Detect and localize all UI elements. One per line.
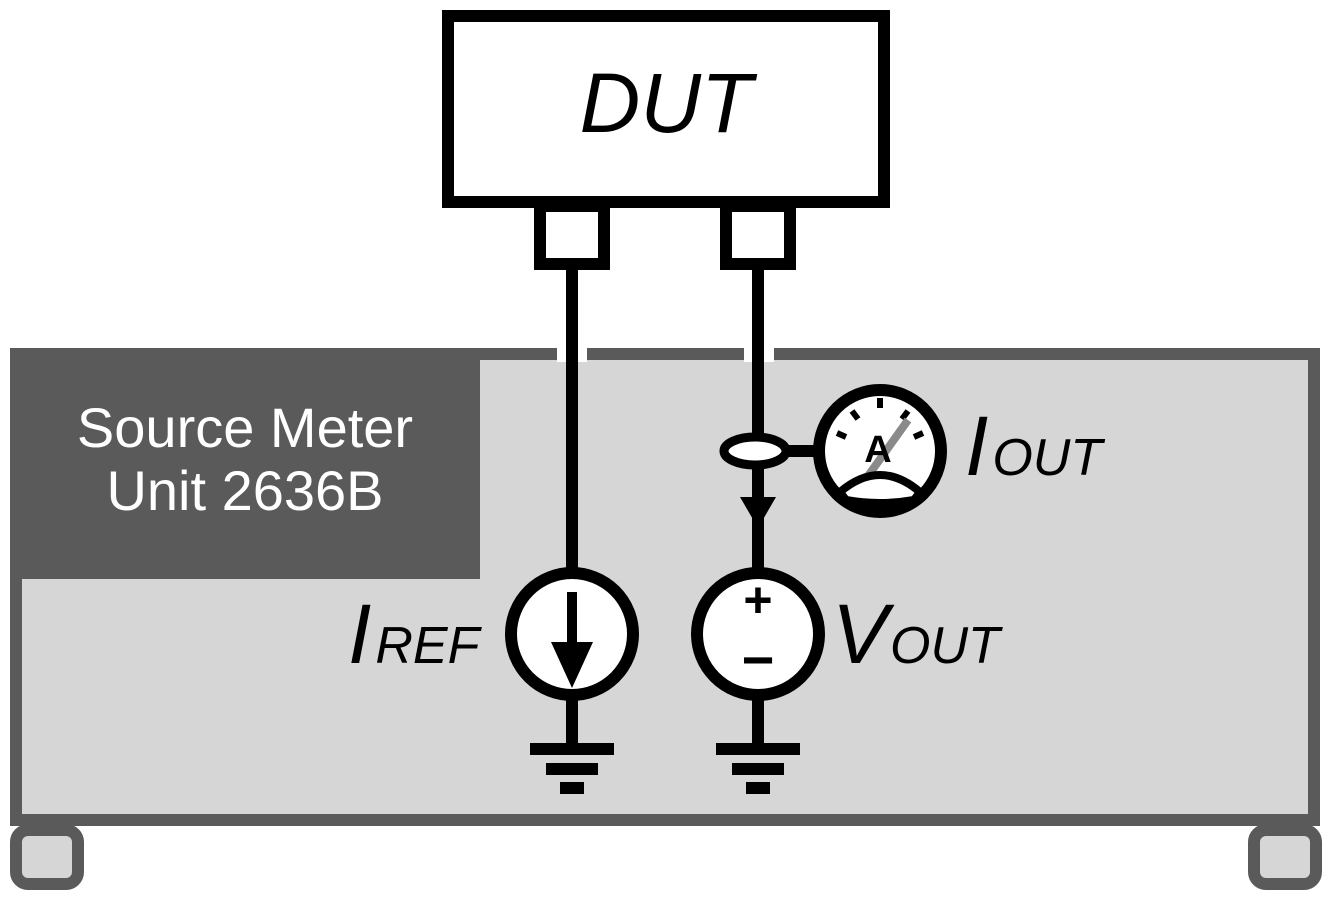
dut-label: DUT — [580, 56, 758, 150]
vout-subscript: OUT — [890, 617, 1003, 675]
iref-subscript: REF — [375, 617, 482, 675]
current-arrow-icon — [551, 642, 593, 688]
ammeter-letter: A — [864, 429, 891, 471]
current-probe-icon — [719, 432, 791, 470]
source-meter-enclosure: Source Meter Unit 2636B — [10, 346, 1320, 826]
ammeter-needle-icon — [864, 417, 912, 479]
instrument-feet — [10, 824, 1322, 890]
current-source-iref: IREF — [348, 567, 639, 701]
instrument-name-line1: Source Meter — [77, 396, 413, 459]
iout-subscript: OUT — [992, 429, 1105, 487]
minus-sign: − — [742, 628, 775, 691]
ground-icon-left — [530, 743, 614, 794]
vout-symbol: V — [832, 587, 895, 681]
voltage-source-vout: + − VOUT — [691, 567, 1003, 701]
arrow-down-icon — [740, 497, 776, 528]
dut-terminal-left — [534, 200, 610, 270]
ammeter-scale-icon — [835, 398, 925, 440]
svg-text:IREF: IREF — [348, 587, 483, 681]
instrument-label-panel — [10, 348, 480, 579]
ammeter-iout: A IOUT — [813, 384, 1105, 518]
iout-symbol: I — [965, 399, 988, 493]
svg-text:IOUT: IOUT — [965, 399, 1105, 493]
foot-right — [1248, 824, 1322, 890]
dut-box: DUT — [442, 10, 890, 270]
iref-symbol: I — [348, 587, 371, 681]
ground-icon-right — [716, 743, 800, 794]
svg-text:VOUT: VOUT — [832, 587, 1003, 681]
plus-sign: + — [743, 572, 772, 628]
dut-terminal-right — [720, 200, 796, 270]
instrument-name-line2: Unit 2636B — [106, 459, 383, 522]
ammeter-base-icon — [834, 471, 926, 507]
foot-left — [10, 824, 84, 890]
